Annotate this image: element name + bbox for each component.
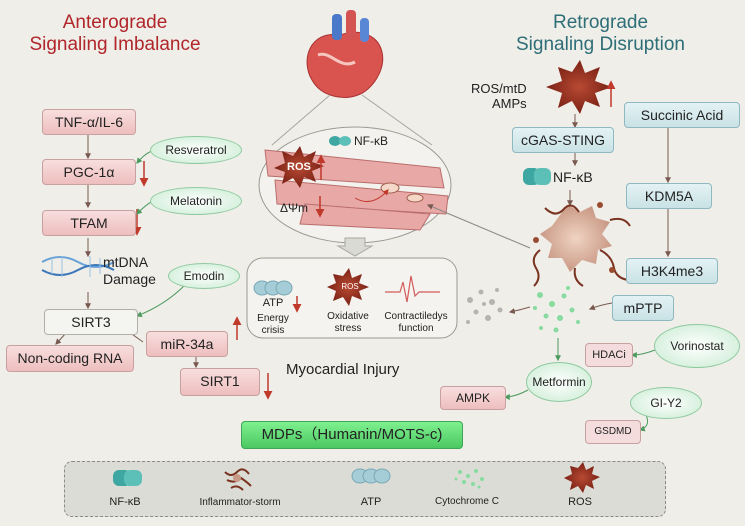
oxidative-line1: Oxidative [327, 311, 369, 322]
consequence-panel [246, 257, 458, 339]
myocardial-injury-label: Myocardial Injury [286, 361, 400, 378]
dna-icon [41, 256, 115, 277]
h3k4me3-box: H3K4me3 [626, 258, 718, 284]
noncoding-rna-box: Non-coding RNA [6, 345, 134, 372]
legend-panel: NF-κB Inflammator-storm ATP Cytochrome C… [64, 461, 666, 517]
succinic-acid-box: Succinic Acid [624, 102, 740, 128]
gi-y2-oval: GI-Y2 [630, 387, 702, 419]
mptp-box: mPTP [612, 295, 674, 321]
contractile-line2: function [398, 323, 434, 334]
blob-to-cell-line [426, 204, 531, 249]
legend-ros-icon [564, 462, 600, 493]
down-chevron-icon [336, 237, 374, 257]
zoom-line-right [361, 94, 433, 146]
atp-icon-panel [253, 280, 293, 296]
gsdmd-box: GSDMD [585, 420, 641, 444]
energy-line2: crisis [261, 325, 285, 336]
heart-icon [306, 10, 384, 98]
sirt3-box: SIRT3 [44, 309, 138, 335]
energy-crisis-label: Energy crisis [248, 313, 298, 337]
nfkb-icon-center [329, 136, 351, 146]
legend-inflammatory-storm-icon [224, 468, 252, 491]
resveratrol-oval: Resveratrol [150, 136, 242, 164]
nfkb-label-center: NF-κB [354, 134, 388, 148]
emodin-oval: Emodin [168, 263, 240, 289]
mdps-box: MDPs（Humanin/MOTS-c) [241, 421, 463, 449]
atp-label-panel: ATP [262, 297, 284, 309]
oxidative-line2: stress [334, 323, 362, 334]
contractile-label: Contractiledys function [380, 311, 452, 335]
nfkb-label-right: NF-κB [553, 169, 593, 185]
tfam-box: TFAM [42, 210, 136, 236]
oxidative-stress-label: Oxidative stress [318, 311, 378, 335]
legend-nfkb-label: NF-κB [109, 496, 141, 508]
cytochrome-c-green-dots [533, 286, 580, 333]
melatonin-oval: Melatonin [150, 187, 242, 215]
ampk-box: AMPK [440, 386, 506, 410]
ros-star-panel [327, 268, 369, 306]
legend-ros-label: ROS [568, 496, 592, 508]
kdm5a-box: KDM5A [626, 183, 712, 209]
nfkb-icon-right [523, 168, 551, 185]
vorinostat-arrow [630, 349, 656, 358]
retrograde-title: Retrograde Signaling Disruption [488, 12, 713, 56]
zoom-line-left [271, 94, 331, 146]
metformin-oval: Metformin [526, 362, 592, 402]
retrograde-title-line1: Retrograde [552, 12, 649, 33]
ecg-icon [385, 275, 440, 303]
mtdna-label-line2: Damage [103, 271, 156, 287]
ros-mtdamps-label: ROS/mtD AMPs [471, 81, 527, 111]
rosmtd-line2: AMPs [491, 96, 527, 111]
mtdna-damage-label: mtDNA Damage [103, 254, 156, 288]
mtdna-label-line1: mtDNA [103, 254, 149, 270]
arrow-mptp-dots [588, 302, 613, 311]
legend-icons [113, 462, 600, 493]
inflammatory-storm-icon [532, 202, 631, 287]
pgc1a-box: PGC-1α [42, 159, 136, 185]
dpsi-label: ΔΨm [280, 201, 309, 215]
arrow-green-gray [508, 306, 531, 315]
anterograde-title-line1: Anterograde [62, 12, 168, 33]
hdaci-box: HDACi [585, 343, 633, 367]
sirt1-box: SIRT1 [180, 368, 260, 396]
anterograde-title: Anterograde Signaling Imbalance [10, 12, 220, 56]
retrograde-title-line2: Signaling Disruption [516, 34, 685, 55]
mir34a-box: miR-34a [146, 331, 228, 357]
legend-atp-icon [351, 468, 391, 484]
emodin-arrow [135, 284, 186, 318]
ros-star-center [274, 146, 324, 188]
anterograde-title-line2: Signaling Imbalance [29, 34, 201, 55]
legend-atp-label: ATP [360, 496, 382, 508]
cytochrome-c-dots [466, 288, 503, 324]
cgas-sting-box: cGAS-STING [512, 127, 614, 153]
vorinostat-oval: Vorinostat [654, 324, 740, 368]
ros-label-center: ROS [287, 161, 311, 173]
contractile-line1: Contractiledys [384, 311, 448, 322]
metformin-arrow [503, 389, 529, 400]
ros-star-right [546, 60, 612, 114]
legend-cytochrome-label: Cytochrome C [435, 496, 499, 507]
energy-line1: Energy [257, 313, 289, 324]
legend-nfkb-icon [113, 470, 142, 486]
ros-label-panel: ROS [341, 282, 359, 291]
legend-cytochrome-c-icon [454, 469, 484, 489]
rosmtd-line1: ROS/mtD [471, 81, 527, 96]
tnf-il6-box: TNF-α/IL-6 [42, 109, 136, 135]
legend-inflammatory-label: Inflammator-storm [199, 497, 281, 508]
